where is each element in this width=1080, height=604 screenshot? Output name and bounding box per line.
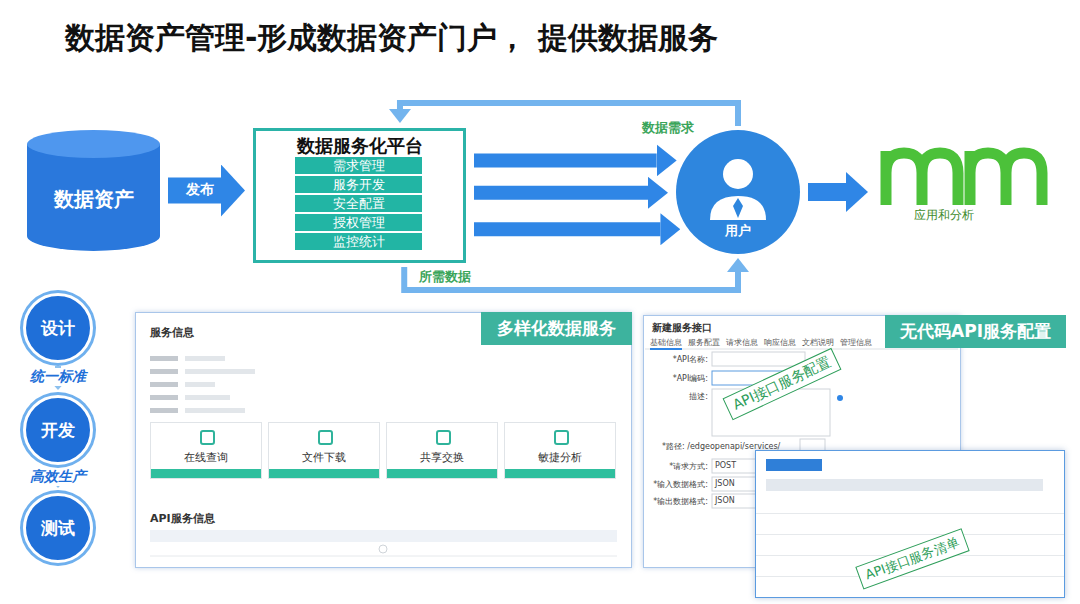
card-label: 文件下载: [269, 450, 379, 465]
field-label: *输出数据格式:: [653, 496, 708, 507]
app-logo: 应用和分析: [878, 145, 1048, 225]
watermark-stamp: API接口服务清单: [855, 528, 969, 589]
flow-arrow: [808, 183, 846, 201]
item-label: 服务开发: [333, 176, 385, 194]
info-dot: [837, 395, 843, 401]
item-label: 授权管理: [333, 214, 385, 232]
list-screenshot: API接口服务清单: [755, 450, 1065, 598]
field-label: *请求方式:: [669, 461, 708, 472]
info-lines: [150, 356, 178, 413]
field-value: JSON: [715, 479, 735, 488]
field-value: JSON: [715, 496, 735, 505]
service-card: 在线查询: [150, 422, 262, 479]
user-circle: 用户: [676, 130, 800, 254]
tab-label: 响应信息: [764, 337, 796, 348]
card-label: 敏捷分析: [505, 450, 615, 465]
tab-label: 基础信息: [650, 337, 682, 348]
flow-arrow: [474, 222, 660, 236]
section-heading: API服务信息: [150, 511, 215, 526]
user-label: 用户: [676, 222, 800, 240]
platform-box: 数据服务化平台需求管理服务开发安全配置授权管理监控统计: [253, 128, 466, 263]
edge-label: 发布: [184, 181, 216, 199]
service-card: 文件下载: [268, 422, 380, 479]
function-item: 安全配置: [295, 195, 422, 212]
service-card: 共享交换: [386, 422, 498, 479]
logo-caption: 应用和分析: [914, 207, 974, 224]
edge-label: 数据需求: [640, 119, 696, 137]
store-label: 数据资产: [54, 186, 134, 213]
field-value: POST: [715, 461, 736, 470]
stage-label: 设计: [41, 317, 75, 340]
item-label: 监控统计: [333, 233, 385, 251]
function-item: 需求管理: [295, 157, 422, 174]
card-label: 共享交换: [387, 450, 497, 465]
card-label: 在线查询: [151, 450, 261, 465]
item-label: 需求管理: [333, 157, 385, 175]
field-label: *输入数据格式:: [653, 479, 708, 490]
function-item: 授权管理: [295, 214, 422, 231]
flow-arrow: [474, 153, 657, 167]
function-item: 服务开发: [295, 176, 422, 193]
data-store-cylinder: 数据资产: [25, 128, 162, 253]
tab-label: 服务配置: [688, 337, 720, 348]
stage-label: 开发: [41, 419, 75, 442]
screenshot-panel: 多样化数据服务 服务信息 API服务信息 在线查询文件下载共享交换敏捷分析: [135, 312, 632, 568]
stage-circle: 设计: [23, 293, 93, 363]
stage-circle: 开发: [23, 395, 93, 465]
service-card: 敏捷分析: [504, 422, 616, 479]
empty-icon: [379, 545, 387, 553]
item-label: 安全配置: [333, 195, 385, 213]
section-heading: 服务信息: [150, 325, 194, 340]
panel-tag: 多样化数据服务: [481, 312, 632, 345]
tab-label: 管理信息: [840, 337, 872, 348]
panel-tag: 无代码API服务配置: [885, 315, 1066, 348]
function-item: 监控统计: [295, 233, 422, 250]
tab-label: 请求信息: [726, 337, 758, 348]
field-label: 描述:: [689, 391, 708, 402]
info-values: [185, 356, 255, 413]
flow-arrow: [168, 178, 221, 204]
flow-arrow: [404, 267, 738, 290]
platform-heading: 数据服务化平台: [256, 134, 463, 158]
table-header: [150, 530, 617, 542]
flow-arrow: [474, 186, 648, 200]
stage-label: 测试: [41, 517, 75, 540]
edge-label: 统一标准: [28, 368, 88, 386]
field-label: *API名称:: [673, 354, 708, 365]
edge-label: 高效生产: [28, 468, 88, 486]
tab-line: [645, 349, 958, 350]
tab-label: 文档说明: [802, 337, 834, 348]
page-title: 数据资产管理-形成数据资产门户， 提供数据服务: [65, 18, 718, 59]
active-tab: [650, 348, 682, 350]
edge-label: 所需数据: [417, 268, 473, 286]
stage-circle: 测试: [23, 493, 93, 563]
field-label: *路径: /edgeopenapi/services/: [662, 441, 780, 452]
field-label: *API编码:: [673, 373, 708, 384]
table-line: [150, 556, 617, 557]
form-heading: 新建服务接口: [652, 321, 712, 335]
